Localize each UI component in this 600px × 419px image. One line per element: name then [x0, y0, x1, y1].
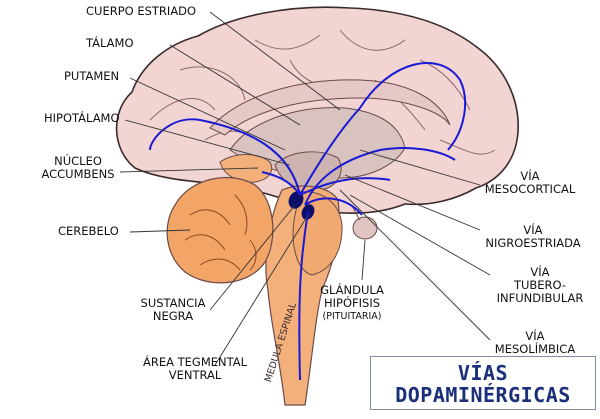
title-box: VÍAS DOPAMINÉRGICAS	[370, 356, 596, 410]
label-area-tegmental: ÁREA TEGMENTAL VENTRAL	[130, 356, 260, 382]
label-tubero-line3: INFUNDIBULAR	[496, 291, 584, 305]
label-area-line1: ÁREA TEGMENTAL	[142, 355, 248, 369]
label-mesolimbica-line1: VÍA	[525, 329, 545, 343]
title-line2: DOPAMINÉRGICAS	[395, 383, 571, 407]
label-via-mesolimbica: VÍA MESOLÍMBICA	[480, 330, 590, 356]
label-tubero-line2: TUBERO-	[513, 278, 567, 292]
gyri-lines	[149, 29, 496, 155]
label-putamen: PUTAMEN	[64, 69, 120, 83]
corpus-callosum	[209, 79, 451, 136]
leader-lines	[119, 11, 491, 366]
label-via-tuberoinfundibular: VÍA TUBERO- INFUNDIBULAR	[484, 266, 596, 305]
label-nucleo-accumbens: NÚCLEO ACCUMBENS	[38, 155, 118, 181]
label-mesocortical-line2: MESOCORTICAL	[484, 182, 576, 196]
label-glandula-line3: (PITUITARIA)	[322, 311, 382, 322]
label-tubero-line1: VÍA	[530, 265, 550, 279]
label-mesocortical-line1: VÍA	[520, 169, 540, 183]
label-cuerpo-estriado: CUERPO ESTRIADO	[86, 4, 197, 18]
label-nucleo-line1: NÚCLEO	[54, 154, 102, 168]
label-via-mesocortical: VÍA MESOCORTICAL	[470, 170, 590, 196]
label-talamo: TÁLAMO	[86, 36, 134, 50]
label-glandula-line1: GLÁNDULA	[320, 283, 384, 297]
label-hipotalamo: HIPOTÁLAMO	[44, 111, 120, 125]
label-mesolimbica-line2: MESOLÍMBICA	[494, 342, 576, 356]
label-sustancia-line1: SUSTANCIA	[140, 296, 206, 310]
label-nigro-line1: VÍA	[523, 223, 543, 237]
label-area-line2: VENTRAL	[168, 368, 222, 382]
label-via-nigroestriada: VÍA NIGROESTRIADA	[470, 224, 596, 250]
title-line1: VÍAS	[457, 361, 509, 385]
pituitary	[352, 216, 378, 240]
label-sustancia-line2: NEGRA	[152, 309, 194, 323]
label-nigro-line2: NIGROESTRIADA	[485, 236, 581, 250]
dopamine-pathways	[149, 62, 467, 381]
cerebellum	[166, 176, 274, 284]
label-glandula-line2: HIPÓFISIS	[323, 296, 381, 310]
label-glandula: GLÁNDULA HIPÓFISIS (PITUITARIA)	[310, 284, 394, 323]
label-nucleo-line2: ACCUMBENS	[41, 167, 115, 181]
substantia-nigra-nucleus	[288, 191, 304, 209]
label-cerebelo: CEREBELO	[58, 224, 119, 238]
cerebellum-folia	[184, 194, 257, 271]
label-sustancia-negra: SUSTANCIA NEGRA	[128, 297, 218, 323]
